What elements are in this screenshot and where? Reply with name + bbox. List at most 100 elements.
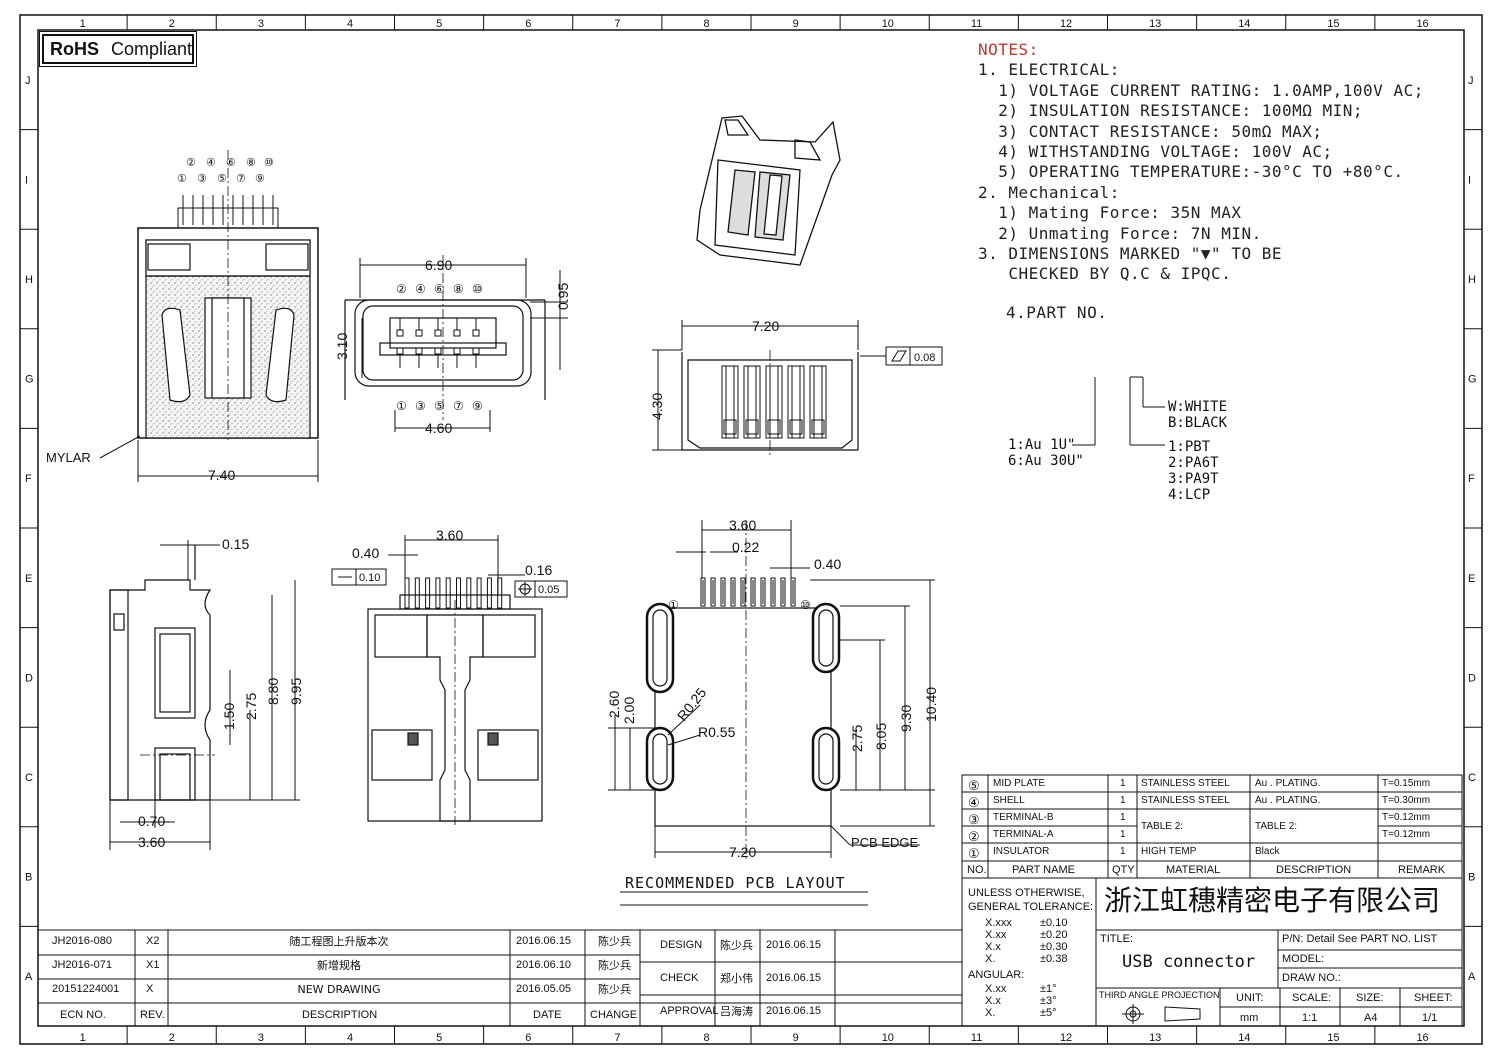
dim-310: 3.10 [334,333,350,360]
bom-no: ③ [968,812,980,827]
zone-col-bottom: 3 [258,1032,264,1044]
zone-col-top: 16 [1416,18,1428,30]
svg-text:⑨: ⑨ [255,173,265,185]
top-view-pin [787,365,805,439]
title-label: TITLE: [1100,933,1134,945]
rev-date: 2016.05.05 [516,983,572,995]
face-pin-top-4: ④ [415,282,426,296]
svg-text:⑥: ⑥ [226,157,236,169]
bom-remark: T=0.12mm [1382,829,1431,840]
bom-name: MID PLATE [993,778,1046,789]
unit-value: mm [1240,1012,1259,1024]
tol-axx: X.xx [985,983,1007,995]
zone-col-bottom: 15 [1327,1032,1339,1044]
dim-040-pcb: 0.40 [814,556,841,572]
rev-rev: X2 [146,935,160,947]
bom-header-no: NO. [967,864,987,876]
dim-740: 7.40 [208,467,235,483]
approval-name: 郑小伟 [720,972,753,985]
rev-change: 陈少兵 [598,935,631,948]
dim-275-side: 2.75 [243,693,259,720]
pcb-pads [700,577,796,607]
dim-720-top: 7.20 [752,318,779,334]
bottom-view-pin [466,577,472,609]
rev-header-change: CHANGE [590,1009,638,1021]
tol-xx: X.xx [985,929,1007,941]
top-view-pin-foot [723,419,737,435]
approval-date: 2016.06.15 [766,1005,822,1017]
zone-col-bottom: 6 [525,1032,531,1044]
bom-header-material: MATERIAL [1166,864,1221,876]
bom-qty: 1 [1120,846,1126,857]
dim-022: 0.22 [732,539,759,555]
dim-1040: 10.40 [923,687,939,722]
bom-material: HIGH TEMP [1141,846,1197,857]
bom-no: ④ [968,795,980,810]
bom-header-qty: QTY [1112,864,1135,876]
bom-remark: T=0.12mm [1382,812,1431,823]
pcb-pad [770,577,776,607]
mylar-label: MYLAR [46,450,91,465]
sheet-value: 1/1 [1422,1012,1438,1024]
rev-rev: X [146,983,154,995]
title-block-lines [961,877,1463,1027]
tol-a0: X. [985,1007,996,1019]
pcb-pad [730,577,736,607]
dim-200: 2.00 [621,697,637,724]
face-pin-top-2: ② [396,282,407,296]
approval-role: CHECK [660,972,699,984]
zone-row-left: E [25,573,32,585]
partno-mat-2: 2:PA6T [1168,455,1219,471]
zone-col-top: 2 [169,18,175,30]
zone-col-bottom: 7 [614,1032,620,1044]
rev-desc: NEW DRAWING [297,983,381,996]
bottom-view-pin [435,577,441,609]
rev-ecn: 20151224001 [52,983,120,995]
bottom-view-pin [404,577,410,609]
zone-grid-labels: 1122334455667788991010111112121313141415… [25,18,1477,1044]
tol-ax-value: ±3° [1040,995,1057,1007]
zone-row-right: A [1468,971,1476,983]
pcb-layout [645,520,841,860]
face-pin-upper-tip [453,329,461,337]
zone-col-bottom: 1 [80,1032,86,1044]
notes-m1: 1) Mating Force: 35N MAX [978,203,1242,223]
face-pin-upper-tip [434,329,442,337]
notes-n3a: 3. DIMENSIONS MARKED "▼" TO BE [978,244,1282,264]
approval-date: 2016.06.15 [766,939,822,951]
pcb-edge-label: PCB EDGE [851,835,919,850]
top-view-pins [721,365,827,439]
scale-value: 1:1 [1302,1012,1318,1024]
dim-015: 0.15 [222,536,249,552]
zone-row-right: C [1468,772,1476,784]
tol-line-1: UNLESS OTHERWISE, [968,887,1085,899]
zone-col-bottom: 12 [1060,1032,1072,1044]
approval-date: 2016.06.15 [766,972,822,984]
zone-col-bottom: 9 [793,1032,799,1044]
notes-e3: 3) CONTACT RESISTANCE: 50mΩ MAX; [978,121,1323,141]
zone-row-right: D [1468,672,1476,684]
zone-row-left: B [25,872,32,884]
zone-grid-ticks [20,15,1482,1044]
dim-front-width [137,440,319,482]
pcb-pin-10: ⑩ [800,598,811,612]
notes-e1: 1) VOLTAGE CURRENT RATING: 1.0AMP,100V A… [978,80,1424,100]
rev-change: 陈少兵 [598,959,631,972]
tol-a0-value: ±5° [1040,1007,1057,1019]
bom-name: TERMINAL-A [993,829,1054,840]
zone-row-right: E [1468,573,1475,585]
partno-black: B:BLACK [1168,415,1228,431]
top-view-pin [765,365,783,439]
face-pin-lower-tip [434,347,442,355]
top-view-pin [743,365,761,439]
bottom-view-pin [486,577,492,609]
bom-qty: 1 [1120,812,1126,823]
rev-ecn: JH2016-071 [52,959,112,971]
dim-805: 8.05 [873,723,889,750]
model-label: MODEL: [1282,953,1325,965]
dim-side [109,540,300,850]
dim-275-pcb: 2.75 [849,725,865,752]
notes-title: NOTES: [978,40,1039,59]
